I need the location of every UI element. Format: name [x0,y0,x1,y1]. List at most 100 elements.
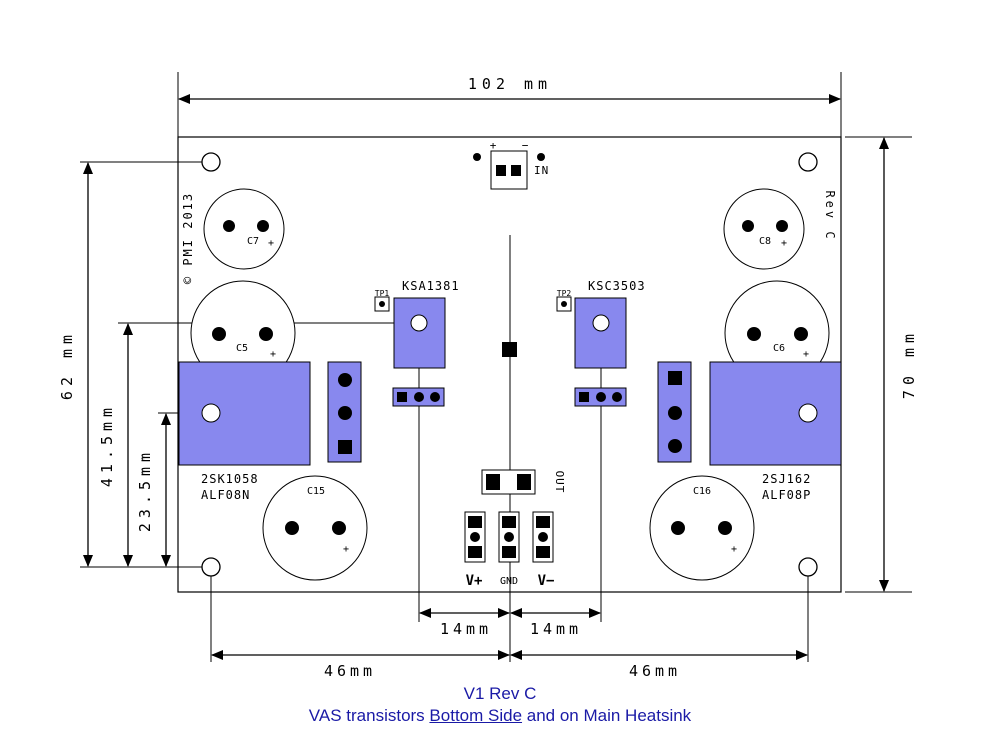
silk-in: IN [534,164,549,177]
silk-c6-plus: + [803,349,809,360]
silk-c15: C15 [307,486,325,497]
mosfet-pad-right [709,361,842,466]
ksa1381-pin3 [430,392,440,402]
dim-label-23: 23.5mm [136,448,154,532]
silk-c5-plus: + [270,349,276,360]
silk-alf08p: ALF08P [762,488,811,502]
cap-c15 [262,475,368,581]
silk-out: OUT [553,471,566,494]
silk-2sk1058: 2SK1058 [201,472,259,486]
cap-c16 [649,475,755,581]
ksa1381-tab [393,297,446,369]
cap-c16-pin2 [718,521,732,535]
header-left-pin1 [338,373,352,387]
ksa1381-hole [410,314,428,332]
silk-ksc3503: KSC3503 [588,279,646,293]
caption-line2-pre: VAS transistors [308,706,430,725]
silk-c7-plus: + [268,238,274,249]
caption-line1: V1 Rev C [463,684,537,703]
silk-gnd: GND [500,576,518,587]
vminus-pad-1 [536,516,550,528]
header-left-pin3 [338,440,352,454]
gnd-pad-3 [502,546,516,558]
silk-c16: C16 [693,486,711,497]
caption-bottom-side-link[interactable]: Bottom Side [429,706,523,725]
mount-hole-bottom-left [201,557,221,577]
cap-c15-pin2 [332,521,346,535]
silk-c8: C8 [759,236,771,247]
header-right-pin1 [668,371,682,385]
vplus-pad-2 [470,532,480,542]
cap-c5-pin2 [259,327,273,341]
ksa1381-pin1 [397,392,407,402]
ksc3503-tab [574,297,627,369]
cap-c8-pin2 [776,220,788,232]
ksc3503-hole [592,314,610,332]
silk-vminus: V− [538,573,555,589]
mount-hole-top-left [201,152,221,172]
caption-title: V1 Rev C [0,684,1000,704]
silk-tp1: TP1 [375,289,390,298]
in-pad-2 [511,165,521,176]
dim-label-14-left: 14mm [440,620,492,638]
mosfet-pad-left [178,361,311,466]
dim-label-14-right: 14mm [530,620,582,638]
in-pad-1 [496,165,506,176]
caption-subtitle: VAS transistors Bottom Side and on Main … [0,706,1000,726]
dim-label-46-left: 46mm [324,662,376,680]
cap-c7-pin2 [257,220,269,232]
cap-c7 [203,188,285,270]
silk-c6: C6 [773,343,785,354]
silk-c7: C7 [247,236,259,247]
silk-2sj162: 2SJ162 [762,472,811,486]
cap-c5-pin1 [212,327,226,341]
silk-ksa1381: KSA1381 [402,279,460,293]
vminus-pad-2 [538,532,548,542]
out-pad-2 [517,474,531,490]
cap-c8 [723,188,805,270]
dim-label-102: 102 mm [468,75,552,93]
ksa1381-pin2 [414,392,424,402]
ksc3503-pin1 [579,392,589,402]
vplus-pad-3 [468,546,482,558]
out-pad-1 [486,474,500,490]
mount-hole-top-right [798,152,818,172]
tp1-dot [379,301,385,307]
header-right-pin3 [668,439,682,453]
dim-label-46-right: 46mm [629,662,681,680]
header-right-pin2 [668,406,682,420]
silk-alf08n: ALF08N [201,488,250,502]
tp2-dot [561,301,567,307]
vminus-pad-3 [536,546,550,558]
dim-label-70: 70 mm [900,329,918,399]
silk-c5: C5 [236,343,248,354]
center-pad [502,342,517,357]
mosfet-hole-left [201,403,221,423]
silk-pmi: © PMI 2013 [181,192,195,284]
gnd-pad-1 [502,516,516,528]
cap-c8-pin1 [742,220,754,232]
dim-label-41: 41.5mm [98,403,116,487]
gnd-pad-2 [504,532,514,542]
cap-c6-pin2 [794,327,808,341]
ksc3503-pin3 [612,392,622,402]
cap-c6-pin1 [747,327,761,341]
in-dot-right [537,153,545,161]
header-left-pin2 [338,406,352,420]
silk-c16-plus: + [731,544,737,555]
vplus-pad-1 [468,516,482,528]
cap-c7-pin1 [223,220,235,232]
silk-in-plus: + [490,139,497,152]
silk-c15-plus: + [343,544,349,555]
ksc3503-pin2 [596,392,606,402]
silk-in-minus: − [522,139,529,152]
cap-c15-pin1 [285,521,299,535]
in-dot-left [473,153,481,161]
mosfet-hole-right [798,403,818,423]
cap-c16-pin1 [671,521,685,535]
dim-label-62: 62 mm [58,330,76,400]
silk-tp2: TP2 [557,289,572,298]
silk-rev: Rev C [823,190,837,241]
silk-c8-plus: + [781,238,787,249]
